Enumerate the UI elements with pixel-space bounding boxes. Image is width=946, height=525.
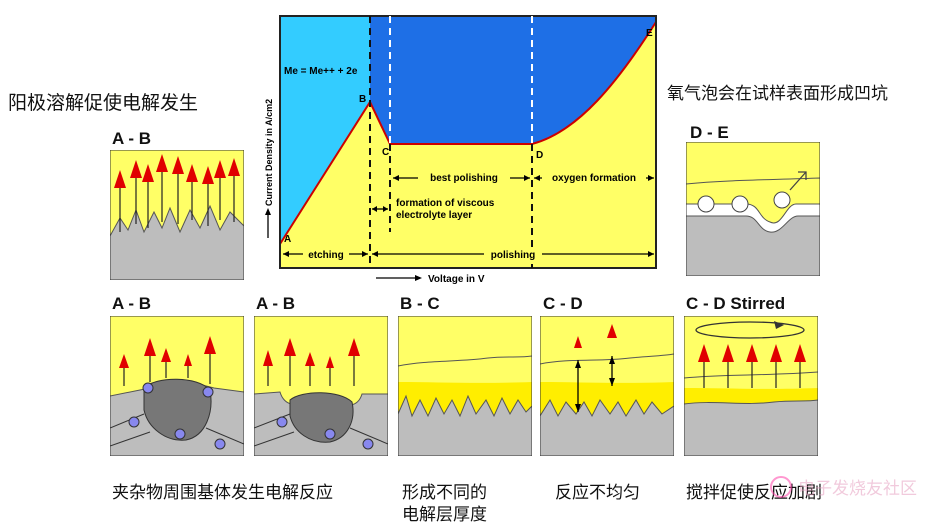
viscous-label-line2: electrolyte layer [396, 210, 472, 221]
watermark: 电子发烧友社区 [770, 474, 917, 499]
equation-label: Me = Me++ + 2e [284, 66, 358, 77]
point-e-label: E [646, 28, 653, 39]
x-axis-label: Voltage in V [428, 274, 485, 285]
caption-inclusion: 夹杂物周围基体发生电解反应 [112, 483, 333, 503]
caption-layer-thickness-2: 电解层厚度 [402, 505, 487, 525]
panel-ab-inclusion-1 [110, 316, 244, 456]
panel-title-bc: B - C [400, 294, 440, 313]
etching-label: etching [308, 250, 344, 261]
polarization-curve-line [279, 21, 657, 245]
panel-title-ab-2: A - B [256, 294, 296, 313]
caption-uneven-reaction: 反应不均匀 [555, 483, 640, 503]
caption-oxygen-bubbles: 氧气泡会在试样表面形成凹坑 [667, 84, 888, 104]
panel-title-cd-stirred: C - D Stirred [686, 294, 786, 313]
panel-title-de: D - E [690, 123, 729, 142]
panel-bc [398, 316, 532, 456]
caption-layer-thickness-1: 形成不同的 [402, 483, 487, 503]
viscous-label-line1: formation of viscous [396, 198, 495, 209]
point-d-label: D [536, 150, 543, 161]
panel-title-cd: C - D [543, 294, 583, 313]
chart-cyan-region [280, 16, 370, 244]
caption-anodic-dissolution: 阳极溶解促使电解发生 [8, 92, 199, 114]
panel-cd-stirred [684, 316, 818, 456]
best-polishing-label: best polishing [430, 173, 498, 184]
polarization-curve-chart: Me = Me++ + 2e A B C D E best polishing … [264, 15, 657, 285]
panel-ab-inclusion-2 [254, 316, 388, 456]
panel-title-ab-1: A - B [112, 294, 152, 313]
y-axis-label: Current Density in A/cm2 [264, 99, 274, 206]
panel-title-ab-top: A - B [112, 129, 152, 148]
oxygen-formation-label: oxygen formation [552, 173, 636, 184]
point-a-label: A [284, 234, 291, 245]
panel-de [686, 142, 820, 276]
watermark-text: 电子发烧友社区 [798, 479, 917, 499]
polishing-label: polishing [491, 250, 535, 261]
point-c-label: C [382, 147, 389, 158]
panel-ab-top [110, 150, 244, 280]
watermark-logo-icon [770, 475, 792, 498]
point-b-label: B [359, 94, 366, 105]
panel-cd [540, 316, 674, 456]
